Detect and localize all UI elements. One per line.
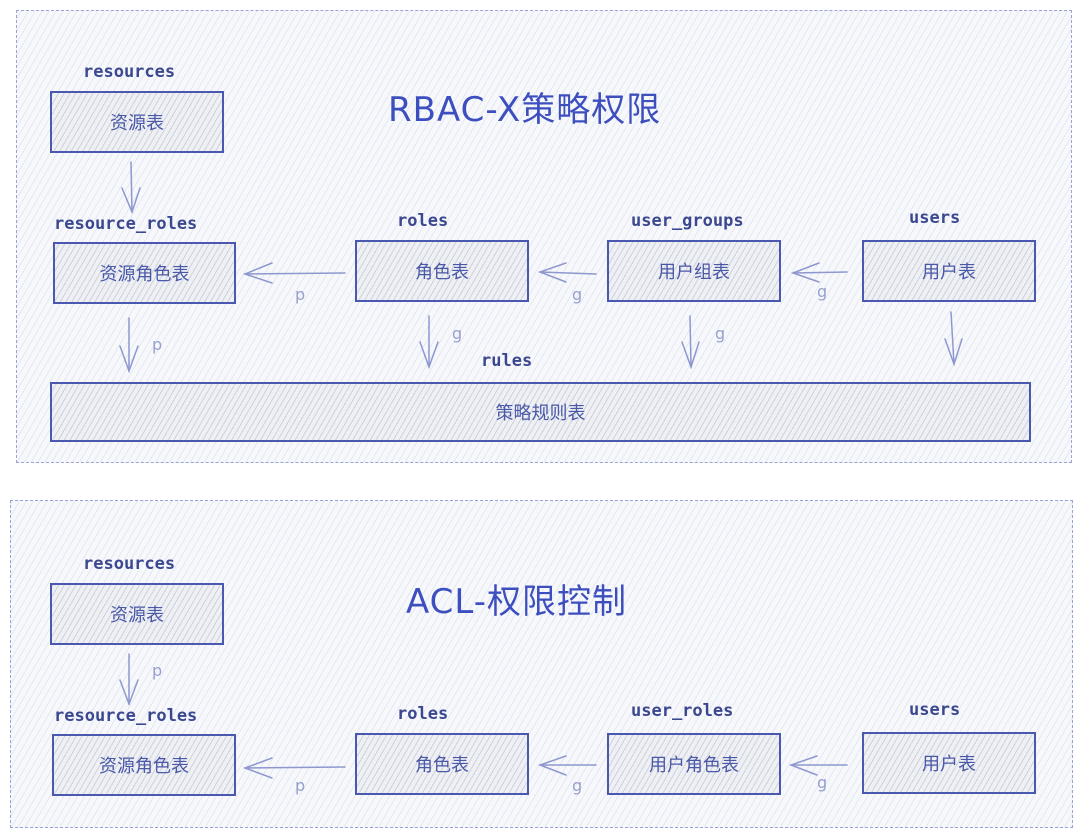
- acl-resource-roles-text: 资源角色表: [99, 756, 189, 777]
- rbac-edge-label-users-user-groups: g: [817, 282, 828, 301]
- rbac-edge-label-user-groups-rules: g: [715, 324, 726, 343]
- rbac-users-box[interactable]: 用户表: [862, 240, 1036, 302]
- rbac-user-groups-label: user_groups: [631, 211, 744, 231]
- acl-resources-label: resources: [83, 554, 176, 574]
- rbac-arrow-roles-to-rules: [419, 315, 439, 370]
- acl-arrow-resources-to-resource-roles: [119, 653, 139, 707]
- acl-arrow-roles-to-resource-roles: [242, 757, 346, 779]
- acl-users-text: 用户表: [922, 754, 976, 775]
- acl-roles-label: roles: [397, 704, 449, 724]
- rbac-resource-roles-box[interactable]: 资源角色表: [53, 242, 236, 304]
- acl-resource-roles-label: resource_roles: [54, 706, 198, 726]
- acl-roles-box[interactable]: 角色表: [355, 733, 529, 795]
- rbac-user-groups-text: 用户组表: [658, 262, 730, 283]
- acl-title: ACL-权限控制: [406, 582, 628, 622]
- acl-edge-label-roles-resource-roles: p: [295, 776, 306, 795]
- rbac-resources-box[interactable]: 资源表: [50, 91, 224, 153]
- acl-resources-box[interactable]: 资源表: [50, 583, 224, 645]
- rbac-resources-text: 资源表: [110, 113, 164, 134]
- acl-users-box[interactable]: 用户表: [862, 732, 1036, 794]
- rbac-edge-label-roles-resource-roles: p: [295, 285, 306, 304]
- rbac-rules-label: rules: [481, 351, 533, 371]
- rbac-edge-label-roles-rules: g: [452, 324, 463, 343]
- rbac-users-text: 用户表: [922, 262, 976, 283]
- acl-arrow-users-to-user-roles: [788, 755, 848, 776]
- rbac-edge-label-user-groups-roles: g: [572, 285, 583, 304]
- rbac-rules-text: 策略规则表: [495, 403, 586, 424]
- rbac-roles-label: roles: [397, 211, 449, 231]
- rbac-roles-box[interactable]: 角色表: [355, 240, 529, 302]
- acl-roles-text: 角色表: [415, 755, 469, 776]
- rbac-arrow-resource-roles-to-rules: [119, 317, 139, 374]
- rbac-rules-box[interactable]: 策略规则表: [50, 382, 1031, 442]
- rbac-arrow-users-to-rules: [944, 311, 963, 367]
- rbac-arrow-user-groups-to-rules: [681, 315, 700, 370]
- rbac-user-groups-box[interactable]: 用户组表: [607, 240, 781, 302]
- acl-user-roles-text: 用户角色表: [649, 755, 739, 776]
- rbac-arrow-resources-to-resource-roles: [121, 161, 141, 215]
- rbac-resources-label: resources: [83, 62, 176, 82]
- acl-resource-roles-box[interactable]: 资源角色表: [52, 734, 236, 796]
- rbac-arrow-user-groups-to-roles: [537, 262, 597, 283]
- rbac-users-label: users: [909, 208, 961, 228]
- acl-resources-text: 资源表: [110, 605, 164, 626]
- acl-edge-label-user-roles-roles: g: [572, 776, 583, 795]
- rbac-resource-roles-text: 资源角色表: [99, 264, 190, 285]
- acl-user-roles-box[interactable]: 用户角色表: [607, 733, 781, 795]
- acl-user-roles-label: user_roles: [631, 701, 734, 721]
- acl-edge-label-resources-resource-roles: p: [152, 661, 163, 680]
- rbac-edge-label-resource-roles-rules: p: [152, 335, 163, 354]
- rbac-roles-text: 角色表: [415, 262, 469, 283]
- acl-users-label: users: [909, 700, 961, 720]
- rbac-resource-roles-label: resource_roles: [54, 214, 198, 234]
- rbac-title: RBAC-X策略权限: [388, 90, 662, 130]
- acl-arrow-user-roles-to-roles: [537, 755, 597, 776]
- rbac-arrow-users-to-user-groups: [790, 262, 848, 283]
- acl-edge-label-users-user-roles: g: [817, 773, 828, 792]
- rbac-arrow-roles-to-resource-roles: [242, 262, 346, 284]
